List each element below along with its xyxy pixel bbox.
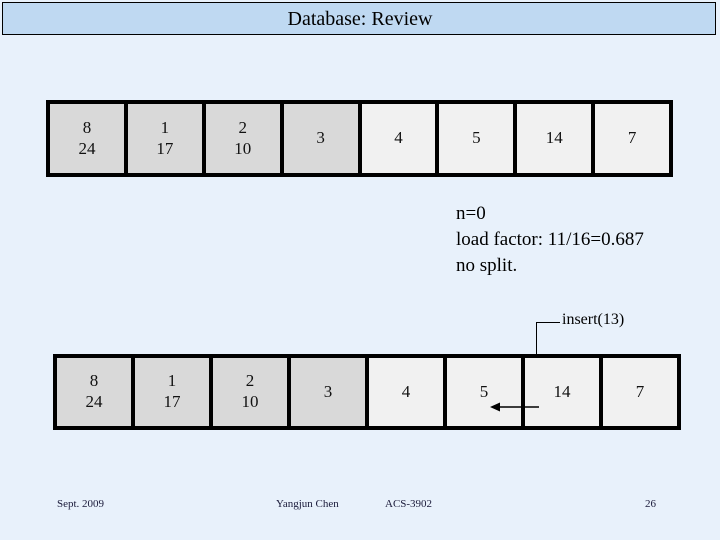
bucket-cell: 7 <box>595 104 669 173</box>
slide-title-bar: Database: Review <box>2 2 716 35</box>
bucket-cell-value: 3 <box>323 381 333 401</box>
footer-page-number: 26 <box>645 498 656 510</box>
load-factor-note: n=0 load factor: 11/16=0.687 no split. <box>456 201 644 280</box>
bucket-cell-value: 1 <box>167 371 177 391</box>
callout-horizontal-leader <box>536 322 560 323</box>
bucket-cell-value: 2 <box>245 371 255 391</box>
bucket-cell-value: 5 <box>472 128 481 148</box>
bucket-cell-value: 14 <box>545 128 563 148</box>
bucket-cell: 14 <box>525 358 603 426</box>
page-title: Database: Review <box>287 8 433 30</box>
bucket-cell-value: 8 <box>89 371 99 391</box>
bucket-cell-value: 24 <box>85 392 103 411</box>
bucket-cell: 14 <box>517 104 596 173</box>
bucket-cell-value: 10 <box>241 392 259 411</box>
bucket-cell-value: 10 <box>234 138 252 158</box>
bucket-cell-value: 17 <box>156 138 174 158</box>
bucket-cell-value: 4 <box>394 128 403 148</box>
footer-course: ACS-3902 <box>385 498 433 510</box>
bucket-cell: 3 <box>291 358 369 426</box>
bucket-cell: 5 <box>439 104 518 173</box>
bucket-cell: 4 <box>369 358 447 426</box>
bucket-cell-value: 4 <box>401 381 411 401</box>
bucket-cell-value: 8 <box>82 117 92 137</box>
note-line-load-factor: load factor: 11/16=0.687 <box>456 229 644 251</box>
note-line-no-split: no split. <box>456 255 518 277</box>
bucket-cell: 7 <box>603 358 677 426</box>
bucket-cell-value: 3 <box>316 128 325 148</box>
bucket-cell-value: 17 <box>163 392 181 411</box>
bucket-cell: 4 <box>361 104 440 173</box>
footer-author: Yangjun Chen <box>276 498 339 510</box>
bucket-cell-value: 7 <box>635 381 645 401</box>
bucket-cell-value: 7 <box>627 128 637 148</box>
note-line-n: n=0 <box>456 203 486 224</box>
bucket-cell: 5 <box>447 358 525 426</box>
footer-date: Sept. 2009 <box>57 498 105 510</box>
bucket-cell-value: 14 <box>553 381 571 401</box>
bucket-cell: 3 <box>283 104 362 173</box>
bucket-cell-value: 1 <box>160 117 170 137</box>
insert-callout-label: insert(13) <box>562 311 625 328</box>
bucket-cell-value: 2 <box>238 117 247 137</box>
bucket-cell-value: 24 <box>78 138 96 158</box>
bucket-cell-value: 5 <box>479 381 489 401</box>
